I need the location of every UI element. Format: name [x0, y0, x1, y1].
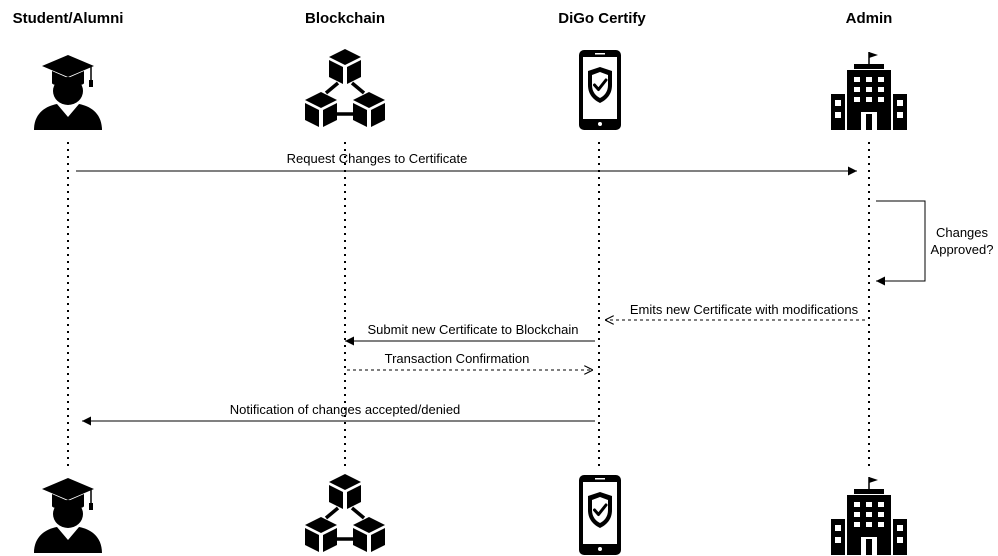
- message-label-notification: Notification of changes accepted/denied: [229, 402, 461, 417]
- phone-shield-icon: [579, 475, 621, 555]
- message-label-emits-certificate: Emits new Certificate with modifications: [629, 302, 859, 317]
- self-message-arrow: [876, 200, 926, 286]
- self-message-label-line2: Approved?: [930, 242, 994, 257]
- actor-title-blockchain: Blockchain: [304, 10, 386, 27]
- message-label-transaction-confirmation: Transaction Confirmation: [384, 351, 530, 366]
- self-message-label-line1: Changes: [935, 225, 989, 240]
- actor-title-student: Student/Alumni: [12, 10, 124, 27]
- blockchain-cubes-icon: [305, 474, 385, 552]
- self-message-label: Changes Approved?: [931, 224, 994, 258]
- actor-title-digo: DiGo Certify: [558, 10, 646, 27]
- building-icon: [831, 52, 907, 130]
- graduate-icon: [34, 55, 102, 130]
- actor-title-admin: Admin: [845, 10, 893, 27]
- message-label-request-changes: Request Changes to Certificate: [286, 151, 468, 166]
- phone-shield-icon: [579, 50, 621, 130]
- building-icon: [831, 477, 907, 555]
- blockchain-cubes-icon: [305, 49, 385, 127]
- message-label-submit-blockchain: Submit new Certificate to Blockchain: [367, 322, 579, 337]
- graduate-icon: [34, 478, 102, 553]
